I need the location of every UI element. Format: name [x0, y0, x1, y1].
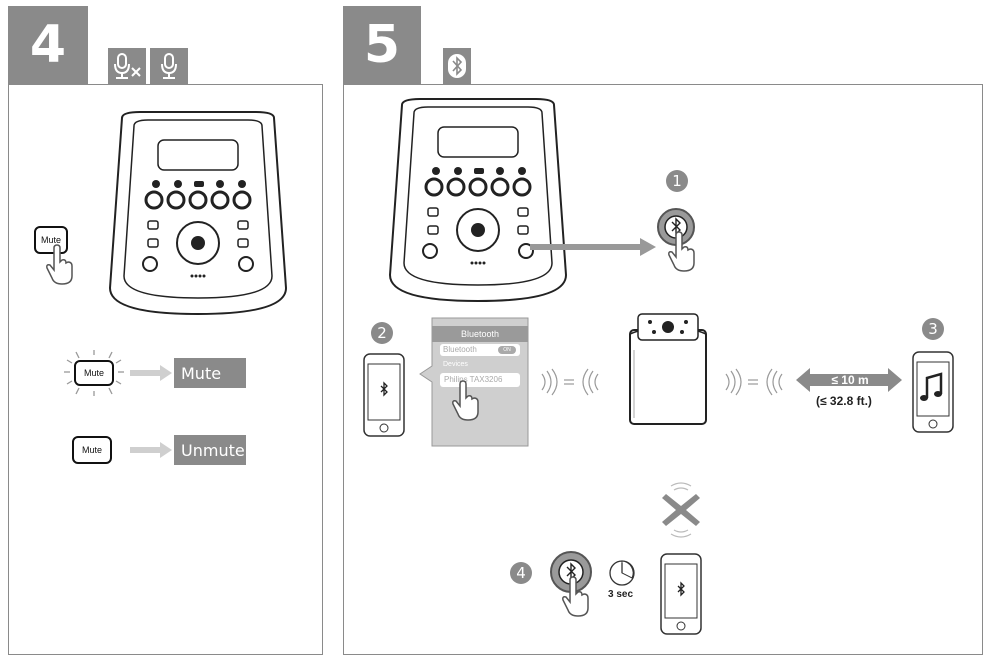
phone-devices-label: Devices	[443, 361, 468, 368]
music-note-icon	[920, 372, 943, 401]
mute-key-press[interactable]: Mute	[34, 226, 68, 254]
hand-pointer-icon	[452, 380, 479, 421]
mute-key-lit[interactable]: Mute	[74, 360, 114, 386]
distance-imperial: (≤ 32.8 ft.)	[816, 394, 872, 408]
mic-icon	[150, 48, 188, 84]
glow-rays	[64, 350, 124, 396]
cross-icon	[662, 482, 700, 538]
bluetooth-button-large[interactable]	[654, 205, 704, 275]
step4-number: 4	[8, 6, 88, 84]
phone-screen-title: Bluetooth	[432, 326, 528, 342]
mute-result-label: Mute	[174, 358, 246, 388]
mic-muted-icon	[108, 48, 146, 84]
bluetooth-button-hold[interactable]	[546, 548, 600, 624]
distance-arrow	[796, 368, 902, 392]
phone-toggle[interactable]: ON	[498, 346, 516, 354]
hold-time: 3 sec	[608, 589, 634, 600]
phone-music	[912, 351, 954, 433]
speaker-box	[629, 313, 707, 425]
substep-4-marker: 4	[510, 562, 532, 584]
unmute-result-label: Unmute	[174, 435, 246, 465]
timer-icon	[609, 560, 635, 586]
hand-pointer-icon	[46, 244, 73, 285]
arrow-to-bt-button	[530, 238, 656, 256]
phone-disconnected	[660, 553, 702, 635]
mute-key-unmute[interactable]: Mute	[72, 436, 112, 464]
substep-2-marker: 2	[371, 322, 393, 344]
speaker-top-view	[108, 111, 288, 316]
phone-setting-label: Bluetooth	[443, 345, 477, 354]
distance-metric: ≤ 10 m	[831, 373, 869, 387]
substep-3-marker: 3	[922, 318, 944, 340]
phone-small	[363, 353, 405, 437]
substep-1-marker: 1	[666, 170, 688, 192]
arrow-right	[130, 442, 172, 458]
phone-device-name: Philips TAX3206	[444, 375, 503, 384]
speaker-top-view	[388, 98, 568, 303]
signal-waves-icon	[541, 368, 599, 396]
bluetooth-icon	[443, 48, 471, 84]
signal-waves-icon	[725, 368, 783, 396]
arrow-right	[130, 365, 172, 381]
step5-number: 5	[343, 6, 421, 84]
